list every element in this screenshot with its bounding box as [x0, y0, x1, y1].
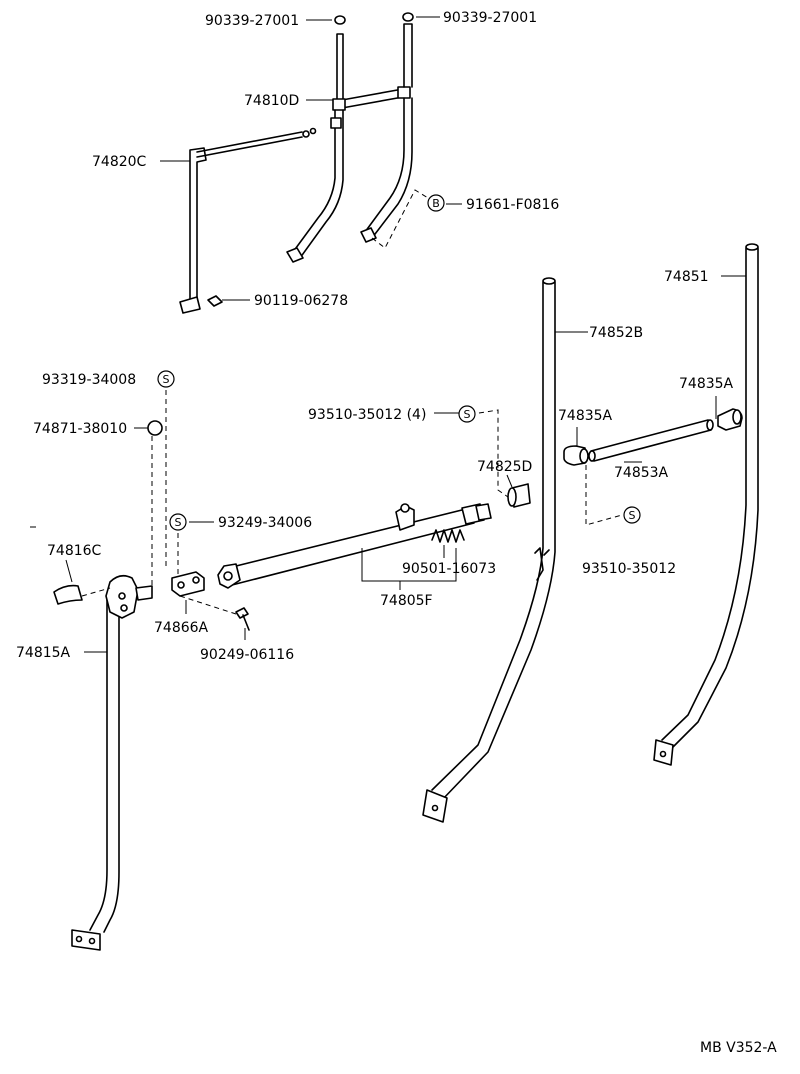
- dash-93510: [585, 465, 623, 526]
- leader-74816c: [65, 559, 73, 583]
- bracket-74866a: [171, 571, 205, 597]
- label-74835a-right: 74835A: [679, 376, 734, 392]
- bracket-74805f: [361, 548, 457, 582]
- label-74820c: 74820C: [92, 154, 147, 170]
- cap-left: [334, 15, 346, 25]
- bolt-90119: [207, 295, 223, 307]
- label-90119: 90119-06278: [254, 293, 348, 309]
- leader-74825d: [506, 474, 513, 488]
- label-74816c: 74816C: [47, 543, 102, 559]
- label-74866a: 74866A: [154, 620, 209, 636]
- label-74815a: 74815A: [16, 645, 71, 661]
- s-symbol-93249: S: [169, 513, 187, 531]
- rod-74805f: [217, 503, 492, 589]
- bracket-foot: [179, 296, 201, 314]
- label-90249: 90249-06116: [200, 647, 294, 663]
- bolt-90249: [235, 607, 250, 631]
- leg-right: [364, 97, 413, 239]
- rod-74853a: [588, 419, 714, 462]
- joint-left: [332, 98, 346, 111]
- cable-end: [302, 130, 310, 138]
- upper-leaders: [160, 16, 462, 301]
- label-90339-left: 90339-27001: [205, 13, 299, 29]
- label-74871: 74871-38010: [33, 421, 127, 437]
- cap-74871: [147, 420, 163, 436]
- label-93510: 93510-35012: [582, 561, 676, 577]
- joint-right: [397, 86, 411, 99]
- label-74851: 74851: [664, 269, 709, 285]
- label-91661: 91661-F0816: [466, 197, 559, 213]
- label-74835a-left: 74835A: [558, 408, 613, 424]
- clamp-74835a-left: [563, 445, 589, 466]
- s-symbol-93319: S: [157, 370, 175, 388]
- s-symbol-93510-4: S: [458, 405, 476, 423]
- dash-90249: [179, 595, 237, 615]
- label-93510-4: 93510-35012 (4): [308, 407, 426, 423]
- label-90501: 90501-16073: [402, 561, 496, 577]
- dash-74816c: [81, 587, 111, 597]
- svg-text:B: B: [432, 197, 440, 210]
- label-74853a: 74853A: [614, 465, 669, 481]
- rod-right: [403, 23, 413, 88]
- leg-left: [292, 109, 344, 259]
- bar-74815a: [71, 574, 153, 951]
- part-labels: 90339-27001 90339-27001 74810D 74820C 91…: [16, 10, 777, 1056]
- piece-74816c: [53, 584, 83, 605]
- svg-text:S: S: [629, 509, 636, 522]
- cable-end-2: [309, 127, 317, 135]
- label-90339-right: 90339-27001: [443, 10, 537, 26]
- label-93319: 93319-34008: [42, 372, 136, 388]
- upper-frame-assembly: [179, 12, 429, 314]
- cross-bar: [341, 88, 404, 109]
- svg-text:S: S: [163, 373, 170, 386]
- cable-74820c: [196, 131, 303, 158]
- b-symbol: B: [427, 194, 445, 212]
- bar-74852b: [422, 277, 556, 823]
- clamp-left: [330, 117, 342, 129]
- foot-left: [286, 247, 304, 263]
- label-74852b: 74852B: [589, 325, 643, 341]
- clamp-74835a-right: [717, 408, 743, 431]
- clamp-74825d: [507, 483, 531, 508]
- bar-74851: [653, 243, 759, 766]
- label-93249: 93249-34006: [218, 515, 312, 531]
- label-74805f: 74805F: [380, 593, 433, 609]
- svg-text:S: S: [464, 408, 471, 421]
- bracket-74820c: [189, 147, 207, 301]
- label-74810d: 74810D: [244, 93, 299, 109]
- spring-90501: [431, 529, 465, 543]
- svg-text:S: S: [175, 516, 182, 529]
- label-74825d: 74825D: [477, 459, 532, 475]
- dash-93510-4: [478, 409, 509, 498]
- diagram-code: MB V352-A: [700, 1040, 777, 1056]
- cap-right: [402, 12, 414, 22]
- dash-91661: [371, 189, 429, 249]
- rod-left: [336, 33, 344, 101]
- s-symbol-93510: S: [623, 506, 641, 524]
